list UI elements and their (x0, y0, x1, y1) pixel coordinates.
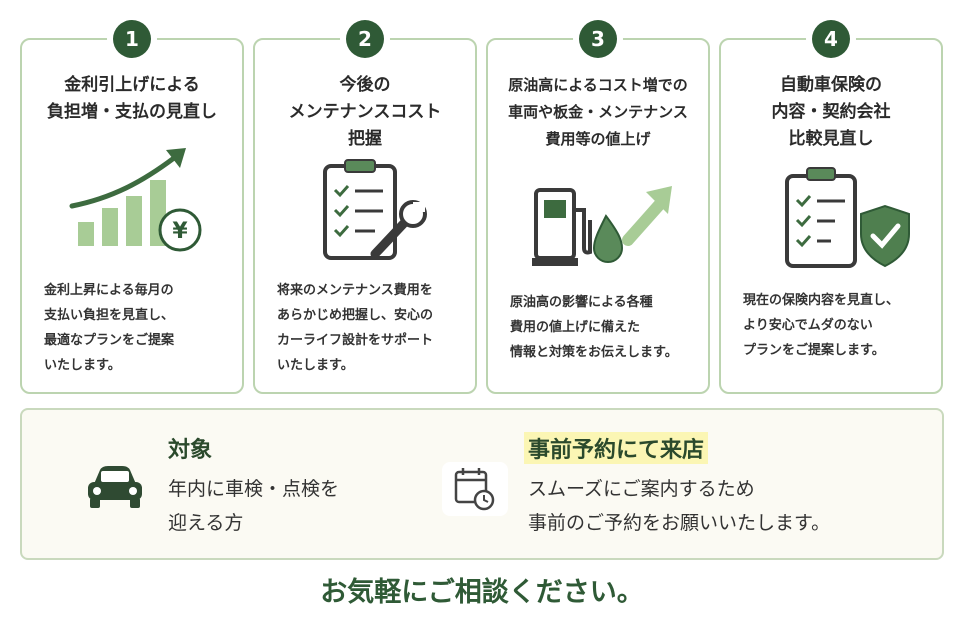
rising-bar-chart-yen-icon: ¥ (69, 148, 202, 252)
clipboard-wrench-icon (323, 159, 427, 260)
card-description: 将来のメンテナンス費用を あらかじめ把握し、安心の カーライフ設計をサポート い… (277, 283, 434, 373)
clipboard-shield-icon (785, 167, 910, 268)
target-text: 年内に車検・点検を 迎える方 (168, 478, 340, 534)
car-icon (88, 466, 142, 508)
svg-text:¥: ¥ (172, 219, 188, 244)
card-number-badge: 2 (346, 20, 384, 58)
info-box: 対象 年内に車検・点検を 迎える方 事前予約にて来店 スムーズにご案内するため … (20, 408, 944, 560)
reservation-text: スムーズにご案内するため 事前のご予約をお願いいたします。 (528, 478, 831, 534)
card-number-badge: 4 (812, 20, 850, 58)
calendar-clock-icon (442, 462, 508, 516)
footer-message: お気軽にご相談ください。 (320, 577, 644, 608)
target-title: 対象 (168, 438, 213, 463)
card-title: 金利引上げによる 負担増・支払の見直し (47, 75, 217, 122)
fuel-pump-oil-drop-arrow-icon (532, 186, 672, 266)
card-number-badge: 1 (113, 20, 151, 58)
card-title: 今後の メンテナンスコスト 把握 (288, 75, 442, 149)
card-title: 自動車保険の 内容・契約会社 比較見直し (771, 75, 891, 149)
feature-cards: 1 金利引上げによる 負担増・支払の見直し ¥ 金利上昇による毎月の 支払い負担… (20, 20, 944, 396)
card-maintenance-cost: 2 今後の メンテナンスコスト 把握 将来のメンテナンス費用を あらかじめ把握し… (253, 20, 477, 394)
card-description: 現在の保険内容を見直し、 より安心でムダのない プランをご提案します。 (743, 293, 900, 358)
card-interest-rate: 1 金利引上げによる 負担増・支払の見直し ¥ 金利上昇による毎月の 支払い負担… (20, 20, 244, 394)
reservation-title: 事前予約にて来店 (524, 432, 709, 464)
card-number-badge: 3 (579, 20, 617, 58)
card-car-insurance: 4 自動車保険の 内容・契約会社 比較見直し 現在の保険内容を見直し、 より安心… (719, 20, 943, 394)
card-oil-price: 3 原油高によるコスト増での 車両や板金・メンテナンス 費用等の値上げ 原油高の… (486, 20, 710, 394)
card-title: 原油高によるコスト増での 車両や板金・メンテナンス 費用等の値上げ (508, 76, 688, 148)
card-description: 金利上昇による毎月の 支払い負担を見直し、 最適なプランをご提案 いたします。 (44, 283, 175, 373)
card-description: 原油高の影響による各種 費用の値上げに備えた 情報と対策をお伝えします。 (510, 295, 678, 360)
